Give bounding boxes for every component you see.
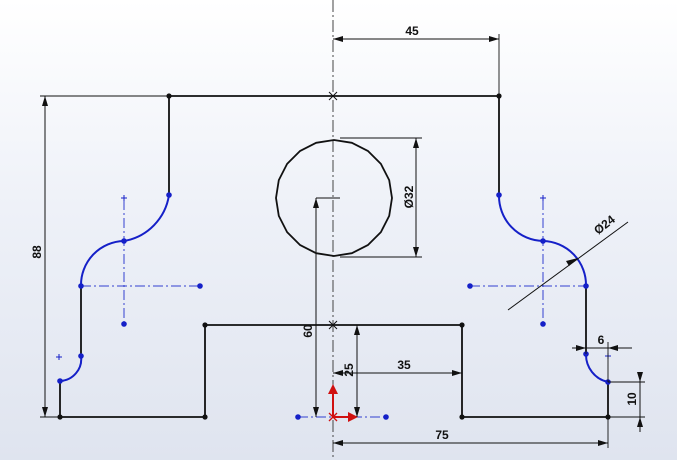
dimension-text: 88	[30, 245, 44, 259]
dimension-notch-width[interactable]: 6	[572, 333, 632, 382]
dimension-text: 10	[625, 392, 639, 406]
arc-top-right[interactable]	[497, 194, 544, 242]
midpoint-markers	[328, 91, 338, 330]
dimension-text: Ø24	[591, 212, 618, 237]
dimension-base-height[interactable]: 10	[608, 372, 645, 432]
dimension-slot-half-width[interactable]: 35	[333, 358, 462, 376]
center-hole[interactable]	[275, 139, 393, 257]
dimension-arc-diameter[interactable]: Ø24	[507, 212, 629, 311]
dimension-text: 25	[342, 363, 356, 377]
arc-bottom-left[interactable]	[59, 355, 83, 382]
dimension-text: 6	[598, 333, 605, 347]
origin-axes-icon[interactable]	[328, 384, 358, 422]
dimension-hole-center-height[interactable]: 60	[301, 198, 319, 417]
arc-mid-left[interactable]	[79, 240, 125, 287]
dimension-total-height[interactable]: 88	[30, 95, 169, 418]
dimension-text: 60	[301, 324, 315, 338]
dimension-base-half-width[interactable]: 75	[333, 417, 609, 448]
dimension-text: 35	[397, 358, 411, 372]
dimension-slot-height[interactable]: 25	[342, 325, 360, 417]
dimension-top-half-width[interactable]: 45	[333, 24, 500, 96]
dimension-text: 75	[435, 428, 449, 442]
dimension-hole-diameter[interactable]: Ø32	[340, 137, 422, 258]
dimension-text: Ø32	[402, 185, 416, 208]
arc-bottom-right[interactable]	[584, 353, 609, 383]
dimension-text: 45	[405, 24, 419, 38]
sketch-outline[interactable]	[168, 95, 500, 196]
arc-top-left[interactable]	[123, 194, 170, 242]
arc-mid-right[interactable]	[542, 240, 588, 287]
